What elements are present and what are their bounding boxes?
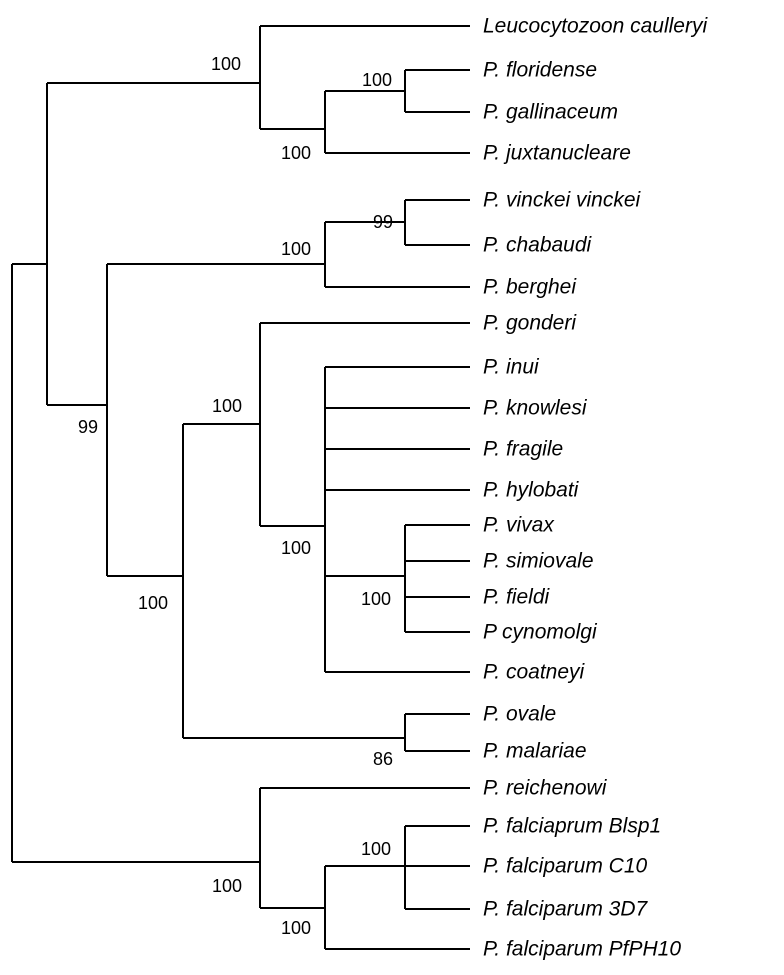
taxon-p-juxtanucleare: P. juxtanucleare	[483, 142, 631, 165]
support-falciparum-clade: 100	[212, 876, 242, 896]
taxon-p-fragile: P. fragile	[483, 438, 563, 461]
support-falciparum-group: 100	[361, 839, 391, 859]
taxon-p-gonderi: P. gonderi	[483, 312, 577, 335]
support-rodent-clade: 100	[281, 239, 311, 259]
taxon-p-malariae: P. malariae	[483, 740, 587, 763]
taxon-p-falciparum-pfph10: P. falciparum PfPH10	[483, 938, 681, 961]
taxon-leucocytozoon-caulleryi: Leucocytozoon caulleryi	[483, 15, 708, 38]
tree-branches	[11, 25, 470, 950]
taxon-p-vivax: P. vivax	[483, 514, 555, 537]
support-ovale-malariae: 86	[373, 749, 393, 769]
taxon-p-fieldi: P. fieldi	[483, 586, 550, 609]
taxon-p-falciaprum-blsp1: P. falciaprum Blsp1	[483, 815, 661, 838]
support-vivax-group: 100	[361, 589, 391, 609]
taxon-p-floridense: P. floridense	[483, 59, 597, 82]
support-vinckei-chabaudi: 99	[373, 212, 393, 232]
support-floridense-gallinaceum: 100	[362, 70, 392, 90]
taxon-p-chabaudi: P. chabaudi	[483, 234, 593, 257]
support-major-clade: 99	[78, 417, 98, 437]
taxon-p-vinckei-vinckei: P. vinckei vinckei	[483, 189, 642, 212]
taxon-labels: Leucocytozoon caulleryi P. floridense P.…	[483, 15, 708, 961]
taxon-p-berghei: P. berghei	[483, 276, 577, 299]
support-mammal-clade: 100	[138, 593, 168, 613]
taxon-p-reichenowi: P. reichenowi	[483, 777, 608, 800]
taxon-p-hylobati: P. hylobati	[483, 479, 580, 502]
taxon-p-knowlesi: P. knowlesi	[483, 397, 588, 420]
taxon-p-inui: P. inui	[483, 356, 540, 379]
taxon-p-falciparum-3d7: P. falciparum 3D7	[483, 898, 649, 921]
taxon-p-cynomolgi: P cynomolgi	[483, 621, 598, 644]
support-avian-plasmodium: 100	[281, 143, 311, 163]
support-inui-group: 100	[281, 538, 311, 558]
support-primate-clade: 100	[212, 396, 242, 416]
taxon-p-gallinaceum: P. gallinaceum	[483, 101, 618, 124]
taxon-p-falciparum-c10: P. falciparum C10	[483, 855, 648, 878]
taxon-p-simiovale: P. simiovale	[483, 550, 594, 573]
taxon-p-coatneyi: P. coatneyi	[483, 661, 586, 684]
support-avian-clade: 100	[211, 54, 241, 74]
bootstrap-support-values: 100 100 100 99 100 99 100 100 100 86 100…	[78, 54, 393, 938]
support-falciparum-subclade: 100	[281, 918, 311, 938]
taxon-p-ovale: P. ovale	[483, 703, 556, 726]
